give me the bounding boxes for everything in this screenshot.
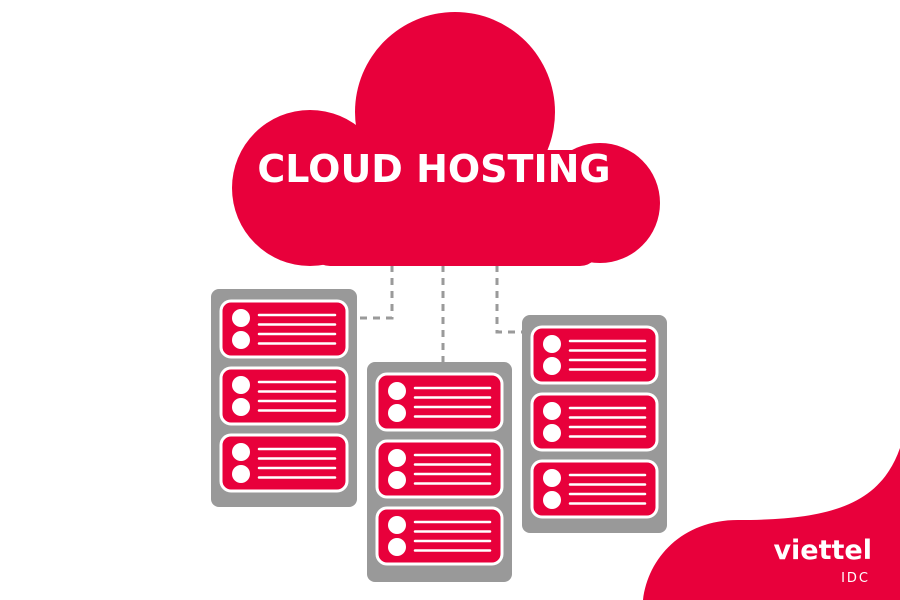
server-light-icon xyxy=(543,402,561,420)
server-rack-center xyxy=(367,362,512,582)
server-light-icon xyxy=(388,382,406,400)
brand-corner-shape xyxy=(643,448,900,600)
server-unit xyxy=(530,392,659,452)
server-unit xyxy=(375,372,504,432)
server-unit xyxy=(375,506,504,566)
server-light-icon xyxy=(232,376,250,394)
server-light-icon xyxy=(543,424,561,442)
brand-corner: viettel IDC xyxy=(643,448,900,600)
server-unit xyxy=(375,439,504,499)
server-light-icon xyxy=(232,331,250,349)
cloud-label: CLOUD HOSTING xyxy=(257,147,610,191)
cloud-shape xyxy=(232,12,660,266)
connector-left xyxy=(352,265,394,320)
server-light-icon xyxy=(388,471,406,489)
server-light-icon xyxy=(232,443,250,461)
server-unit xyxy=(219,433,349,493)
server-light-icon xyxy=(232,465,250,483)
connector-lines xyxy=(352,265,524,362)
brand-logo: viettel xyxy=(773,535,872,566)
server-light-icon xyxy=(388,516,406,534)
server-light-icon xyxy=(388,404,406,422)
server-light-icon xyxy=(543,491,561,509)
server-racks xyxy=(211,289,667,582)
server-light-icon xyxy=(232,398,250,416)
server-unit xyxy=(219,299,349,359)
server-light-icon xyxy=(543,335,561,353)
server-light-icon xyxy=(388,449,406,467)
server-light-icon xyxy=(232,309,250,327)
server-rack-left xyxy=(211,289,357,507)
server-unit xyxy=(530,459,659,519)
server-unit xyxy=(219,366,349,426)
server-light-icon xyxy=(543,469,561,487)
server-light-icon xyxy=(388,538,406,556)
server-unit xyxy=(530,325,659,385)
server-light-icon xyxy=(543,357,561,375)
server-rack-right xyxy=(522,315,667,533)
connector-right xyxy=(495,265,524,334)
brand-sublabel: IDC xyxy=(841,571,870,586)
